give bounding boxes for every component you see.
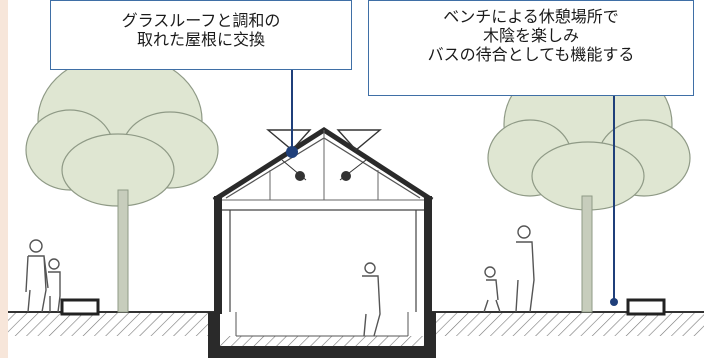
callout-bench: ベンチによる休憩場所で 木陰を楽しみ バスの待合としても機能する: [368, 0, 694, 96]
left-edge-strip: [0, 0, 8, 358]
callout-bench-line-1: ベンチによる休憩場所で: [443, 7, 619, 26]
building-walls: [214, 196, 432, 314]
tree-left: [25, 53, 219, 313]
person-adult-left: [25, 239, 49, 313]
bench-right: [626, 298, 666, 316]
person-adult-right: [515, 225, 535, 313]
callout-bench-line-3: バスの待合としても機能する: [427, 45, 635, 64]
callout-roof-line-2: 取れた屋根に交換: [136, 30, 265, 49]
ground-left: [8, 311, 214, 336]
leader-line-roof: [286, 70, 298, 158]
callout-roof-line-1: グラスルーフと調和の: [121, 11, 281, 30]
callout-bench-line-2: 木陰を楽しみ: [482, 26, 579, 45]
callout-roof: グラスルーフと調和の 取れた屋根に交換: [50, 0, 352, 70]
person-child-left: [48, 258, 61, 313]
gable-roof: [212, 127, 434, 203]
bench-left: [60, 298, 100, 316]
sunken-pit: [208, 312, 436, 358]
leader-line-bench: [610, 96, 618, 306]
ground-right: [432, 311, 704, 336]
person-child-right: [483, 266, 501, 313]
person-inside: [362, 262, 381, 337]
